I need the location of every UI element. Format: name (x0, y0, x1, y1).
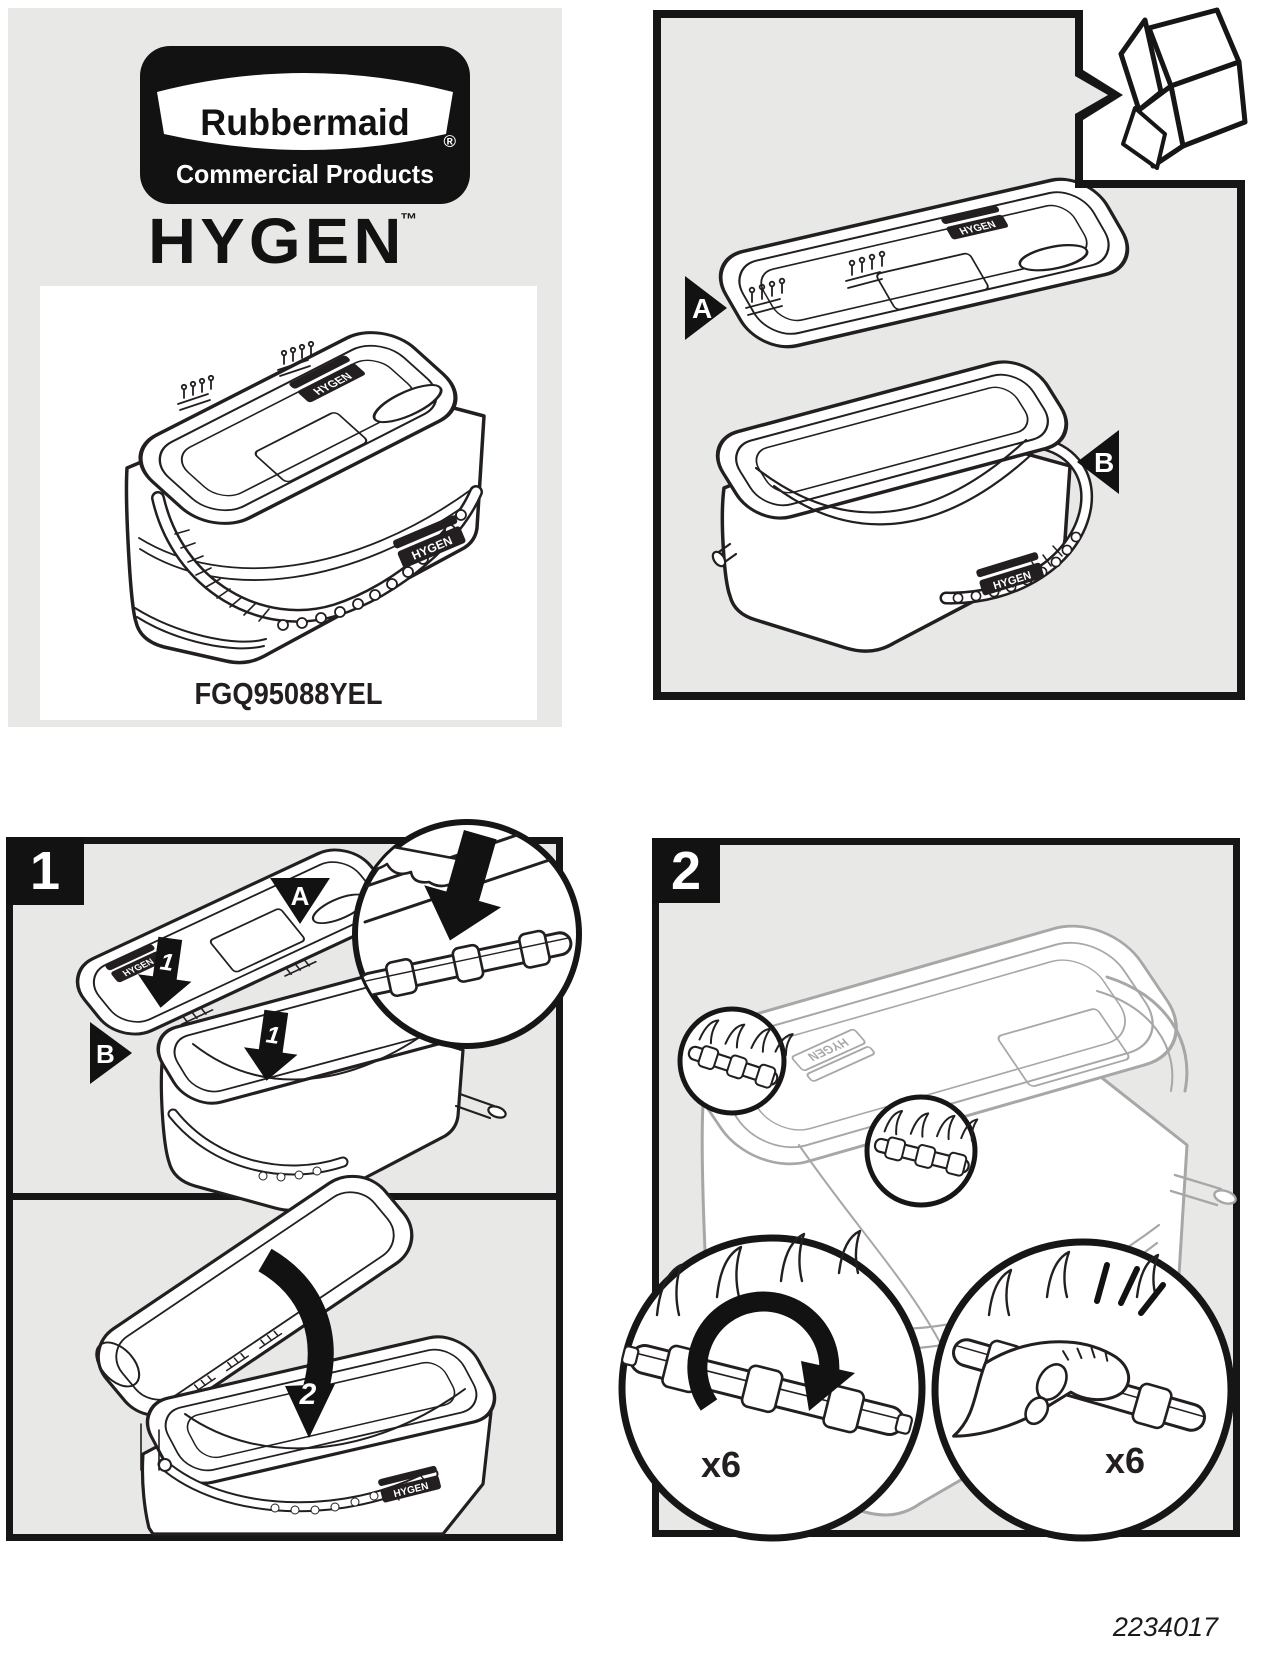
step1-a-label: A (291, 881, 310, 911)
product-photo-box: HYGEN (40, 286, 537, 720)
close-arrow: 2 (258, 1248, 335, 1438)
open-box-icon (1118, 7, 1248, 170)
svg-text:1: 1 (158, 948, 175, 977)
part-b-callout: B (1077, 430, 1119, 494)
rotate-repeat-count: x6 (701, 1444, 741, 1485)
part-a-label: A (692, 293, 712, 324)
cut-pin-magnifier: x6 (931, 1238, 1235, 1542)
cut-repeat-count: x6 (1105, 1440, 1145, 1481)
bucket-b-callout: B (90, 1022, 132, 1084)
part-a-callout: A (685, 276, 727, 340)
trademark-symbol: ™ (400, 210, 418, 229)
rotate-pin-magnifier: x6 (618, 1229, 926, 1542)
press-arrow-1: 1 (137, 936, 192, 1008)
hinge-magnifier-small-1 (677, 1006, 794, 1116)
bucket-lid: HYGEN (138, 331, 458, 525)
rotate-arrow-icon (687, 1291, 855, 1411)
step-1-badge: 1 (6, 837, 84, 905)
lid-hinge-tabs (176, 955, 317, 1025)
pour-spout (711, 542, 738, 568)
hygen-wordmark: HYGEN (147, 205, 406, 277)
rubbermaid-badge: Rubbermaid ® Commercial Products (140, 46, 470, 204)
document-number: 2234017 (1112, 1612, 1218, 1642)
close-arrow-label: 2 (299, 1378, 317, 1411)
step-1-illustration: HYGEN 1 1 A (75, 819, 582, 1536)
hinge-magnifier-small-2 (864, 1094, 979, 1208)
model-number: FGQ95088YEL (194, 676, 383, 711)
handle-rivets (277, 509, 467, 631)
registered-trademark-symbol: ® (443, 132, 456, 151)
branding-panel: Rubbermaid ® Commercial Products HYGEN™ (8, 8, 562, 727)
badge-shape (157, 73, 453, 150)
pliers-icon (952, 1340, 1131, 1438)
step-1-number: 1 (29, 841, 61, 901)
step1-b-label: B (96, 1039, 115, 1069)
bucket-part-illustration: HYGEN (711, 360, 1094, 653)
step-1-panel: 1 (6, 819, 582, 1541)
press-arrow-2: 1 (243, 1009, 298, 1081)
step-2-panel: 2 HYGEN (618, 838, 1240, 1542)
product-line-logo: HYGEN™ (8, 204, 562, 278)
pour-spout (454, 1092, 507, 1120)
lid-hinge-tabs (177, 340, 315, 411)
lid-a-callout: A (270, 878, 330, 924)
handle-ribs (174, 529, 270, 622)
hinge-detail-magnifier (352, 819, 582, 1049)
step-2-badge: 2 (652, 838, 720, 903)
step-2-number: 2 (670, 840, 702, 901)
division-wordmark: Commercial Products (176, 159, 434, 189)
corner-cutout (1075, 7, 1248, 188)
pour-spout (1169, 1173, 1237, 1207)
lid-hinge-tabs (745, 250, 886, 316)
step-2-illustration: HYGEN (618, 924, 1237, 1542)
closed-bucket-illustration: HYGEN (124, 331, 486, 665)
unpacking-panel: HYGEN (653, 7, 1248, 700)
part-b-label: B (1094, 447, 1114, 478)
impact-lines-icon (1094, 1262, 1166, 1316)
lid-part-illustration: HYGEN (718, 177, 1130, 349)
brand-wordmark: Rubbermaid (200, 102, 410, 143)
svg-text:1: 1 (264, 1021, 281, 1050)
